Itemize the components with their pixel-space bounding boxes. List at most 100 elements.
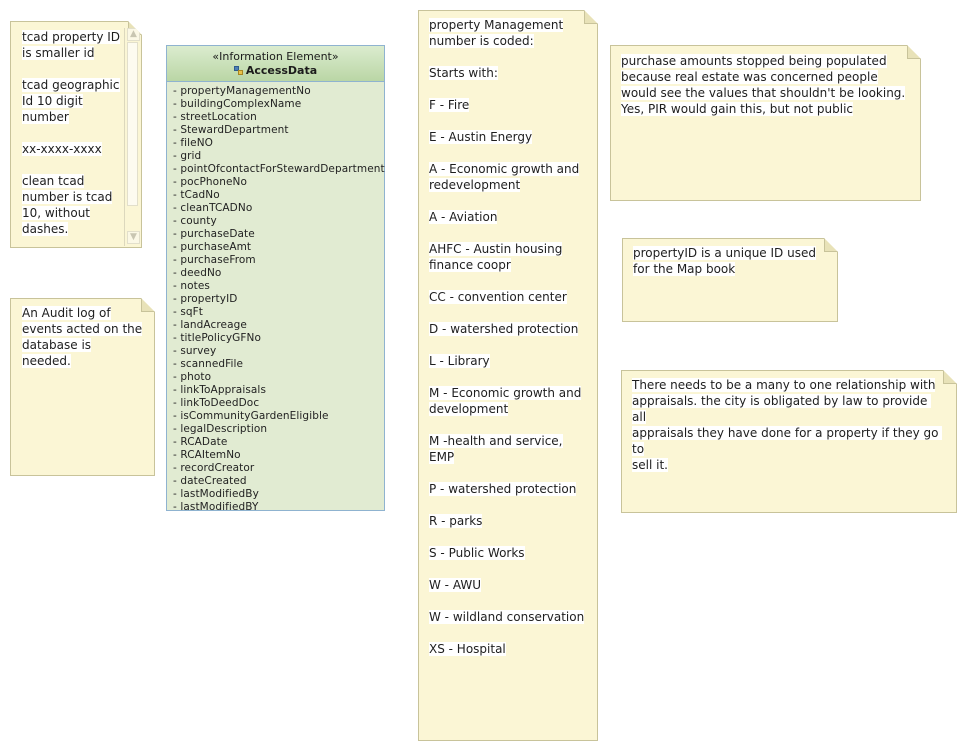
note-line: appraisals. the city is obligated by law… bbox=[632, 394, 932, 424]
line-gap bbox=[429, 81, 591, 97]
note-line: P - watershed protection bbox=[429, 482, 577, 496]
note-line: sell it. bbox=[632, 458, 668, 472]
note-line: dashes. bbox=[22, 222, 69, 236]
class-attribute: - lastModifiedBY bbox=[173, 501, 259, 513]
class-attribute: - photo bbox=[173, 371, 212, 383]
scroll-thumb[interactable] bbox=[127, 42, 138, 206]
class-attribute: - deedNo bbox=[173, 267, 222, 279]
note-line: W - AWU bbox=[429, 578, 482, 592]
note-line: number is tcad bbox=[22, 190, 113, 204]
class-attribute: - titlePolicyGFNo bbox=[173, 332, 262, 344]
class-attribute: - purchaseDate bbox=[173, 228, 255, 240]
note-line: S - Public Works bbox=[429, 546, 525, 560]
class-attribute: - grid bbox=[173, 150, 202, 162]
class-attribute: - buildingComplexName bbox=[173, 98, 302, 110]
line-gap bbox=[429, 529, 591, 545]
class-attributes: - propertyManagementNo- buildingComplexN… bbox=[167, 82, 385, 514]
class-attribute: - streetLocation bbox=[173, 111, 257, 123]
note-line: M -health and service, bbox=[429, 434, 563, 448]
line-gap bbox=[429, 145, 591, 161]
line-gap bbox=[429, 561, 591, 577]
note-line: finance coopr bbox=[429, 258, 511, 272]
note-line: events acted on the bbox=[22, 322, 143, 336]
note-line: Id 10 digit bbox=[22, 94, 83, 108]
class-attribute: - isCommunityGardenEligible bbox=[173, 410, 329, 422]
line-gap bbox=[429, 417, 591, 433]
note-line: W - wildland conservation bbox=[429, 610, 585, 624]
class-attribute: - survey bbox=[173, 345, 217, 357]
note-tcad-id[interactable]: tcad property ID is smaller id tcad geogra… bbox=[10, 21, 142, 248]
note-fold-corner bbox=[584, 10, 598, 24]
note-audit-log[interactable]: An Audit log of events acted on the databa… bbox=[10, 298, 155, 476]
note-line: tcad property ID bbox=[22, 30, 121, 44]
class-attribute: - linkToDeedDoc bbox=[173, 397, 260, 409]
note-line: property Management bbox=[429, 18, 564, 32]
class-attribute: - linkToAppraisals bbox=[173, 384, 267, 396]
note-line: propertyID is a unique ID used bbox=[633, 246, 816, 260]
note-line: A - Economic growth and bbox=[429, 162, 580, 176]
note-line: CC - convention center bbox=[429, 290, 567, 304]
class-attribute: - lastModifiedBy bbox=[173, 488, 259, 500]
note-line: Starts with: bbox=[429, 66, 498, 80]
note-line: number bbox=[22, 110, 69, 124]
line-gap bbox=[429, 305, 591, 321]
note-line: tcad geographic bbox=[22, 78, 120, 92]
class-icon bbox=[233, 66, 243, 75]
scroll-down-arrow-icon[interactable]: ▼ bbox=[127, 231, 140, 244]
line-gap bbox=[429, 273, 591, 289]
class-attribute: - purchaseFrom bbox=[173, 254, 256, 266]
note-text: property Management number is coded: Start… bbox=[429, 17, 591, 657]
note-line: E - Austin Energy bbox=[429, 130, 533, 144]
class-attribute: - pocPhoneNo bbox=[173, 176, 247, 188]
note-text: There needs to be a many to one relation… bbox=[632, 377, 942, 473]
note-fold-corner bbox=[907, 45, 921, 59]
note-line: M - Economic growth and bbox=[429, 386, 582, 400]
note-line: database is bbox=[22, 338, 92, 352]
note-line: would see the values that shouldn't be l… bbox=[621, 86, 906, 100]
note-line: 10, without bbox=[22, 206, 91, 220]
note-line: number is coded: bbox=[429, 34, 534, 48]
note-line: F - Fire bbox=[429, 98, 470, 112]
note-line: purchase amounts stopped being populated bbox=[621, 54, 887, 68]
class-attribute: - pointOfcontactForStewardDepartment bbox=[173, 163, 385, 175]
line-gap bbox=[429, 465, 591, 481]
class-attribute: - dateCreated bbox=[173, 475, 247, 487]
class-attribute: - landAcreage bbox=[173, 319, 247, 331]
line-gap bbox=[429, 225, 591, 241]
note-appraisals[interactable]: There needs to be a many to one relation… bbox=[621, 370, 957, 513]
class-stereotype: «Information Element» bbox=[212, 50, 339, 63]
class-attribute: - sqFt bbox=[173, 306, 204, 318]
class-attribute: - scannedFile bbox=[173, 358, 244, 370]
line-gap bbox=[429, 337, 591, 353]
line-gap bbox=[429, 193, 591, 209]
note-line: EMP bbox=[429, 450, 455, 464]
note-purchase-amounts[interactable]: purchase amounts stopped being populated… bbox=[610, 45, 921, 201]
class-name: AccessData bbox=[245, 64, 318, 77]
class-box-access-data[interactable]: «Information Element» AccessData - prope… bbox=[166, 45, 385, 514]
note-text: purchase amounts stopped being populated… bbox=[621, 53, 906, 117]
note-line: appraisals they have done for a property… bbox=[632, 426, 943, 456]
note-property-id[interactable]: propertyID is a unique ID used for the Ma… bbox=[622, 238, 838, 322]
line-gap bbox=[429, 497, 591, 513]
note-text: tcad property ID is smaller id tcad geogra… bbox=[22, 29, 141, 237]
note-line: for the Map book bbox=[633, 262, 736, 276]
line-gap bbox=[429, 369, 591, 385]
note-scrollbar[interactable]: ▲ ▼ bbox=[124, 28, 140, 246]
note-line: AHFC - Austin housing bbox=[429, 242, 563, 256]
note-fold-corner bbox=[824, 238, 838, 252]
note-line: A - Aviation bbox=[429, 210, 498, 224]
note-management-codes[interactable]: property Management number is coded: Start… bbox=[418, 10, 598, 741]
note-line: is smaller id bbox=[22, 46, 95, 60]
class-attribute: - fileNO bbox=[173, 137, 214, 149]
class-attribute: - StewardDepartment bbox=[173, 124, 289, 136]
note-line: Yes, PIR would gain this, but not public bbox=[621, 102, 854, 116]
note-line: An Audit log of bbox=[22, 306, 111, 320]
note-fold-corner bbox=[141, 298, 155, 312]
class-attribute: - recordCreator bbox=[173, 462, 255, 474]
class-attribute: - tCadNo bbox=[173, 189, 220, 201]
scroll-up-arrow-icon[interactable]: ▲ bbox=[127, 28, 140, 41]
note-line: There needs to be a many to one relation… bbox=[632, 378, 936, 392]
note-line: needed. bbox=[22, 354, 71, 368]
class-attribute: - county bbox=[173, 215, 217, 227]
line-gap bbox=[429, 113, 591, 129]
